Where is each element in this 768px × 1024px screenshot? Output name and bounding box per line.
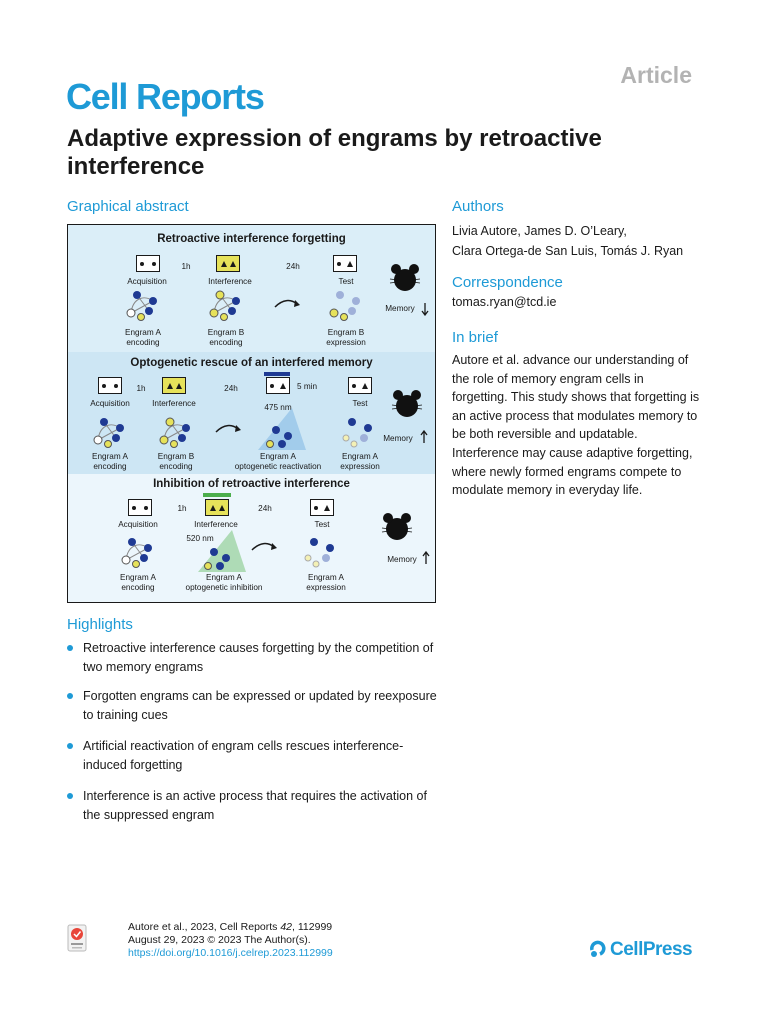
time-1h: 1h bbox=[136, 384, 146, 393]
correspondence-heading: Correspondence bbox=[452, 274, 563, 291]
arrow-up-icon bbox=[422, 551, 430, 564]
article-title: Adaptive expression of engrams by retroa… bbox=[67, 125, 602, 180]
engram-b-encoding-label: Engram B encoding bbox=[157, 452, 195, 471]
engram-a-network-icon bbox=[126, 291, 157, 321]
highlight-item: Forgotten engrams can be expressed or up… bbox=[67, 687, 442, 724]
panel-retroactive-interference: Retroactive interference forgetting 1h 2… bbox=[68, 225, 435, 352]
journal-logo: Cell Reports bbox=[66, 76, 265, 117]
bullet-icon bbox=[67, 743, 73, 749]
cage-test bbox=[310, 499, 334, 516]
engram-b-expression-icon bbox=[329, 291, 360, 321]
light-stimulus-bar bbox=[264, 372, 290, 376]
authors-line-1: Livia Autore, James D. O’Leary, bbox=[452, 224, 627, 238]
time-1h: 1h bbox=[181, 262, 191, 271]
bullet-icon bbox=[67, 693, 73, 699]
authors-list: Livia Autore, James D. O’Leary, Clara Or… bbox=[452, 221, 712, 261]
engram-b-network-icon bbox=[209, 290, 240, 321]
stage-test: Test bbox=[352, 399, 368, 408]
engram-b-encoding-label: Engram B encoding bbox=[207, 328, 245, 347]
time-24h: 24h bbox=[286, 262, 300, 271]
in-brief-heading: In brief bbox=[452, 329, 498, 346]
check-for-updates-icon[interactable] bbox=[67, 924, 87, 952]
engram-a-encoding-label: Engram A encoding bbox=[125, 328, 161, 347]
engram-a-encoding-label: Engram A encoding bbox=[120, 573, 156, 592]
stage-interference: Interference bbox=[194, 520, 238, 529]
engram-a-expression-icon bbox=[342, 418, 372, 448]
stage-test: Test bbox=[314, 520, 330, 529]
article-type-label: Article bbox=[620, 62, 692, 88]
engram-a-expression-label: Engram A expression bbox=[306, 573, 346, 592]
citation-line: Autore et al., 2023, Cell Reports 42, 11… bbox=[128, 921, 333, 933]
optogenetic-light-cone-icon bbox=[258, 408, 306, 450]
panel-optogenetic-rescue: Optogenetic rescue of an interfered memo… bbox=[68, 352, 435, 474]
authors-line-2: Clara Ortega-de San Luis, Tomás J. Ryan bbox=[452, 244, 684, 258]
highlights-heading: Highlights bbox=[67, 616, 133, 633]
time-24h: 24h bbox=[224, 384, 238, 393]
bullet-icon bbox=[67, 645, 73, 651]
correspondence-email[interactable]: tomas.ryan@tcd.ie bbox=[452, 295, 557, 309]
stage-acquisition: Acquisition bbox=[90, 399, 130, 408]
stage-interference: Interference bbox=[208, 277, 252, 286]
arrow-down-icon bbox=[421, 303, 429, 316]
memory-label: Memory bbox=[387, 555, 417, 564]
cage-test bbox=[348, 377, 372, 394]
mouse-icon bbox=[381, 513, 413, 540]
panel2-title: Optogenetic rescue of an interfered memo… bbox=[130, 357, 373, 369]
highlight-item: Artificial reactivation of engram cells … bbox=[67, 737, 442, 774]
cage-test bbox=[333, 255, 357, 272]
memory-label: Memory bbox=[385, 304, 415, 313]
cage-acquisition bbox=[136, 255, 160, 272]
arrow-icon bbox=[251, 542, 277, 551]
stage-acquisition: Acquisition bbox=[127, 277, 167, 286]
panel-inhibition-interference: Inhibition of retroactive interference 1… bbox=[68, 474, 435, 602]
time-1h: 1h bbox=[177, 504, 187, 513]
doi-link[interactable]: https://doi.org/10.1016/j.celrep.2023.11… bbox=[128, 947, 333, 959]
cage-interference bbox=[205, 499, 229, 516]
date-copyright-line: August 29, 2023 © 2023 The Author(s). bbox=[128, 934, 311, 946]
cage-optogenetic bbox=[266, 377, 290, 394]
engram-a-network-icon bbox=[121, 538, 152, 568]
cage-interference bbox=[162, 377, 186, 394]
cage-acquisition bbox=[98, 377, 122, 394]
engram-a-expression-icon bbox=[304, 538, 334, 568]
arrow-icon bbox=[215, 424, 241, 433]
cellpress-mark-icon bbox=[590, 940, 606, 957]
engram-a-optogenetic-reactivation-label: Engram A optogenetic reactivation bbox=[234, 452, 322, 471]
arrow-icon bbox=[274, 299, 300, 308]
time-24h: 24h bbox=[258, 504, 272, 513]
stage-interference: Interference bbox=[152, 399, 196, 408]
cellpress-logo: CellPress bbox=[588, 938, 693, 961]
authors-heading: Authors bbox=[452, 198, 504, 215]
stage-test: Test bbox=[338, 277, 354, 286]
cage-interference bbox=[216, 255, 240, 272]
highlight-item: Retroactive interference causes forgetti… bbox=[67, 639, 442, 676]
volume-number: 42 bbox=[280, 921, 293, 933]
stage-acquisition: Acquisition bbox=[118, 520, 158, 529]
optogenetic-inhibition-cone-icon bbox=[198, 530, 246, 572]
graphical-abstract-heading: Graphical abstract bbox=[67, 198, 189, 215]
panel1-title: Retroactive interference forgetting bbox=[157, 233, 346, 245]
engram-b-network-icon bbox=[159, 417, 190, 448]
panel3-title: Inhibition of retroactive interference bbox=[153, 478, 350, 490]
arrow-up-icon bbox=[420, 430, 428, 443]
time-5min: 5 min bbox=[296, 382, 318, 391]
wavelength-475: 475 nm bbox=[264, 403, 292, 412]
engram-a-optogenetic-inhibition-label: Engram A optogenetic inhibition bbox=[185, 573, 263, 592]
citation-block: Autore et al., 2023, Cell Reports 42, 11… bbox=[128, 921, 333, 960]
mouse-icon bbox=[389, 264, 421, 291]
light-stimulus-bar bbox=[203, 493, 231, 497]
engram-a-network-icon bbox=[93, 418, 124, 448]
engram-a-encoding-label: Engram A encoding bbox=[92, 452, 128, 471]
engram-b-expression-label: Engram B expression bbox=[326, 328, 366, 347]
graphical-abstract: Retroactive interference forgetting 1h 2… bbox=[67, 224, 436, 603]
mouse-icon bbox=[391, 390, 423, 417]
cage-acquisition bbox=[128, 499, 152, 516]
engram-a-expression-label: Engram A expression bbox=[340, 452, 380, 471]
publisher-name: CellPress bbox=[610, 939, 693, 960]
highlight-item: Interference is an active process that r… bbox=[67, 787, 442, 824]
wavelength-520: 520 nm bbox=[186, 534, 214, 543]
bullet-icon bbox=[67, 793, 73, 799]
memory-label: Memory bbox=[383, 434, 413, 443]
in-brief-text: Autore et al. advance our understanding … bbox=[452, 353, 700, 498]
